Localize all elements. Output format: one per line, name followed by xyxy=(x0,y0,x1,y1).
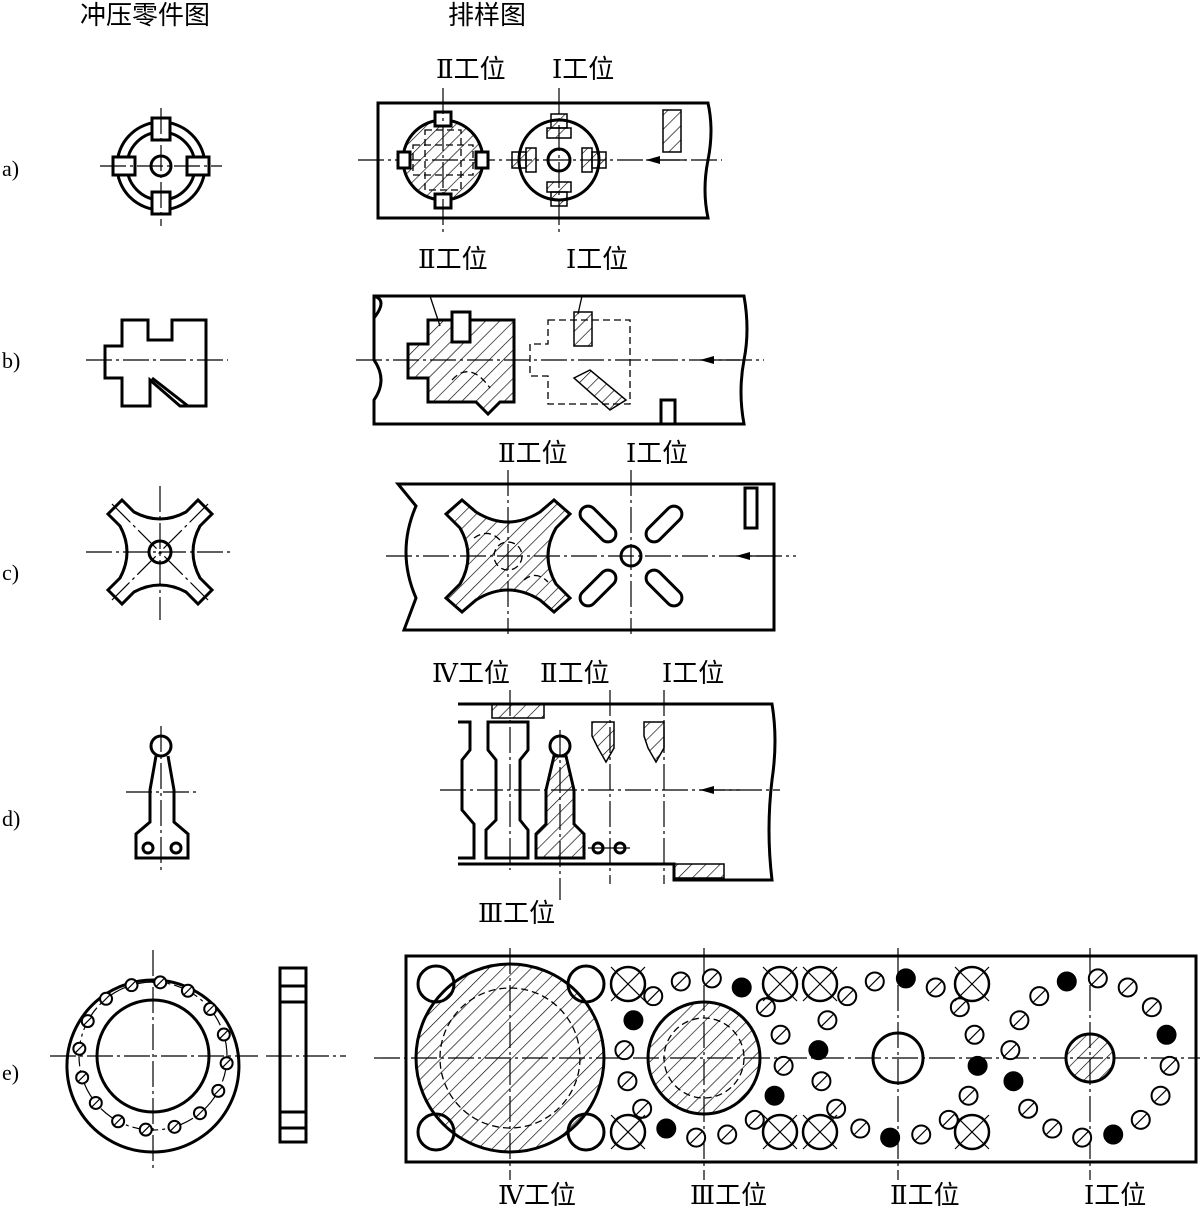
station-label-e-3: Ⅲ工位 xyxy=(690,1181,767,1208)
layout-drawing-header: 排样图 xyxy=(448,1,526,31)
station-label-d-3: Ⅲ工位 xyxy=(478,899,555,929)
strip-b xyxy=(356,294,764,426)
station-label-a-2: Ⅱ工位 xyxy=(436,55,506,85)
station-label-e-4: Ⅳ工位 xyxy=(498,1181,576,1208)
strip-a xyxy=(358,88,722,232)
strip-e xyxy=(374,948,1200,1180)
station-label-a-1: Ⅰ工位 xyxy=(552,55,614,85)
part-c xyxy=(86,486,234,620)
part-a xyxy=(100,108,222,226)
part-drawing-header: 冲压零件图 xyxy=(80,1,210,31)
strip-d xyxy=(440,690,780,900)
strip-c xyxy=(386,470,796,634)
station-label-d-1: Ⅰ工位 xyxy=(662,659,724,689)
part-d xyxy=(126,726,200,870)
station-label-b-2: Ⅱ工位 xyxy=(418,245,488,275)
row-label-a: a) xyxy=(2,156,19,181)
row-label-e: e) xyxy=(2,1060,19,1085)
part-e xyxy=(50,950,346,1170)
part-b xyxy=(86,318,228,408)
station-label-b-1: Ⅰ工位 xyxy=(566,245,628,275)
station-label-c-1: Ⅰ工位 xyxy=(626,439,688,469)
station-label-e-2: Ⅱ工位 xyxy=(890,1181,960,1208)
row-label-d: d) xyxy=(2,806,20,831)
station-label-d-4: Ⅳ工位 xyxy=(432,659,510,689)
row-label-c: c) xyxy=(2,560,19,585)
station-label-c-2: Ⅱ工位 xyxy=(498,439,568,469)
row-label-b: b) xyxy=(2,348,20,373)
station-label-d-2: Ⅱ工位 xyxy=(540,659,610,689)
station-label-e-1: Ⅰ工位 xyxy=(1084,1181,1146,1208)
